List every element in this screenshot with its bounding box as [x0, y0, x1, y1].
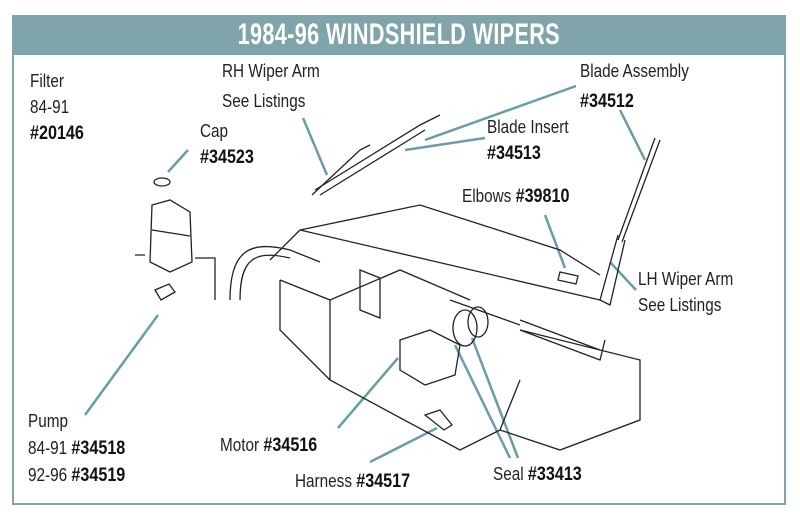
cap-label: Cap #34523 [200, 118, 254, 171]
hose [229, 245, 321, 301]
filter-label: Filter 84-91 #20146 [30, 68, 84, 147]
filter-years: 84-91 [30, 97, 70, 117]
cap-name: Cap [200, 121, 229, 141]
lh-arm-name: LH Wiper Arm [638, 269, 734, 289]
leader-rh-arm [301, 117, 329, 176]
blade-assembly-label: Blade Assembly #34512 [580, 56, 689, 117]
elbows-name: Elbows [462, 186, 512, 206]
leader-lh-arm [609, 261, 637, 291]
cowl-panel [269, 204, 601, 301]
cap-part [153, 177, 171, 187]
harness-label: Harness #34517 [295, 468, 410, 495]
rh-arm-note: See Listings [222, 91, 306, 111]
harness-part-number: #34517 [356, 471, 411, 492]
leader-pump [83, 314, 160, 416]
rh-wiper-arm [311, 144, 371, 196]
title-bar: 1984-96 WINDSHIELD WIPERS [12, 15, 786, 55]
harness-name: Harness [295, 471, 352, 491]
leader-seal-b [453, 344, 512, 459]
blade-assembly-part-number: #34512 [580, 91, 634, 112]
leader-motor [337, 357, 399, 429]
harness-part [423, 409, 453, 431]
blade-assembly-name: Blade Assembly [580, 61, 689, 81]
leader-blade-assembly [424, 84, 577, 142]
lh-arm-note: See Listings [638, 295, 722, 315]
filter-name: Filter [30, 71, 64, 91]
cap-part-number: #34523 [200, 147, 254, 168]
leader-cap [167, 149, 189, 173]
filter-part-number: #20146 [30, 123, 84, 144]
seal-label: Seal #33413 [493, 461, 582, 488]
motor-part-number: #34516 [263, 435, 318, 456]
leader-harness [369, 426, 438, 464]
leader-lines [83, 84, 647, 464]
motor-part [399, 329, 461, 386]
pump-label: Pump 84-91 #34518 92-96 #34519 [28, 408, 125, 489]
pump-years-1: 84-91 [28, 438, 68, 458]
seal-name: Seal [493, 464, 524, 484]
lh-wiper-blade [617, 137, 661, 243]
leader-blade-insert [404, 136, 486, 152]
pump-part-number-2: #34519 [71, 465, 126, 486]
leader-elbows [543, 214, 567, 269]
leader-blade-assembly-lh [618, 109, 647, 161]
elbows-label: Elbows #39810 [462, 183, 569, 210]
motor-label: Motor #34516 [220, 432, 317, 459]
rh-arm-label: RH Wiper Arm See Listings [222, 56, 320, 116]
motor-name: Motor [220, 435, 260, 455]
pump-part-number-1: #34518 [71, 438, 126, 459]
seal-part-number: #33413 [527, 464, 582, 485]
blade-insert-name: Blade Insert [487, 117, 569, 137]
blade-insert-label: Blade Insert #34513 [487, 114, 569, 167]
seal-part [452, 309, 478, 347]
leader-seal-a [470, 337, 520, 459]
rh-arm-name: RH Wiper Arm [222, 61, 320, 81]
page-title: 1984-96 WINDSHIELD WIPERS [237, 18, 561, 51]
pump-years-2: 92-96 [28, 465, 68, 485]
rh-wiper-blade [314, 114, 441, 196]
elbow-part [557, 271, 579, 285]
line-drawing [135, 114, 661, 451]
lh-wiper-arm [599, 234, 626, 306]
blade-insert-part-number: #34513 [487, 143, 541, 164]
reservoir [149, 199, 193, 273]
elbows-part-number: #39810 [515, 186, 570, 207]
pump-part [154, 283, 176, 301]
lh-arm-label: LH Wiper Arm See Listings [638, 266, 733, 318]
pump-name: Pump [28, 411, 68, 431]
body-structure [279, 269, 641, 451]
